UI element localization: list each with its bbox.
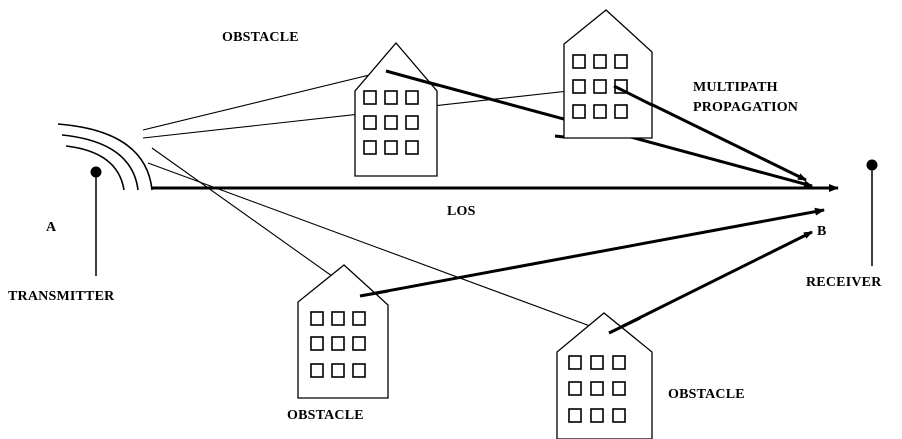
- reflected-ray-bottom-left: [359, 207, 825, 298]
- point-b-label: B: [817, 224, 827, 239]
- los-label: LOS: [447, 204, 476, 219]
- building-bottom-left-obstacle: [297, 264, 389, 399]
- building-windows: [363, 90, 419, 155]
- obstacle-label-bottom-right: OBSTACLE: [668, 387, 745, 402]
- obstacle-label-bottom-left: OBSTACLE: [287, 408, 364, 423]
- multipath-label-line1: MULTIPATH: [693, 80, 778, 95]
- building-bottom-right-obstacle: [556, 312, 653, 439]
- receiver-tip: [866, 159, 878, 171]
- building-top-obstacle: [354, 41, 438, 177]
- transmitter-wave-outer: [57, 123, 153, 191]
- multipath-label-line2: PROPAGATION: [693, 100, 799, 115]
- building-windows: [572, 54, 628, 119]
- receiver-label: RECEIVER: [806, 275, 882, 290]
- receiver-antenna: [866, 159, 878, 266]
- transmitter-antenna: [57, 123, 153, 276]
- transmitter-label: TRANSMITTER: [8, 289, 115, 304]
- reflected-rays-overlay: [359, 69, 653, 335]
- transmitter-tip: [90, 166, 102, 178]
- building-windows: [310, 311, 366, 378]
- point-a-label: A: [46, 220, 57, 235]
- building-windows: [568, 355, 626, 423]
- building-multipath: [563, 9, 653, 139]
- transmitter-wave-middle: [61, 134, 139, 191]
- ray-to-bottom-right-obstacle: [147, 162, 610, 334]
- ray-to-bottom-left-obstacle: [151, 147, 361, 297]
- reflected-ray-bottom-right: [608, 230, 813, 335]
- ray-to-top-obstacle: [142, 70, 387, 131]
- transmitter-wave-inner: [65, 145, 125, 191]
- obstacle-label-top: OBSTACLE: [222, 30, 299, 45]
